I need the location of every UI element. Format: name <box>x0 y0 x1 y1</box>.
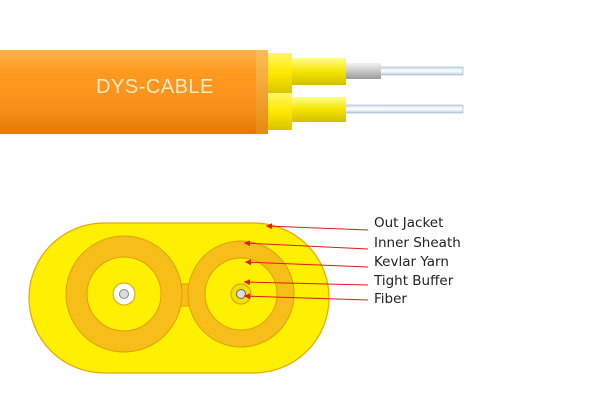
leader-arrows <box>243 223 369 301</box>
fiber-coating-upper <box>344 63 381 79</box>
fiber-strand-upper <box>379 66 464 76</box>
cable-cross-section <box>28 222 330 374</box>
arrow-inner-sheath <box>243 240 369 250</box>
arrow-kevlar-yarn <box>244 259 369 268</box>
legend-out-jacket: Out Jacket <box>374 215 444 231</box>
yellow-jacket-lower <box>266 93 292 130</box>
legend-fiber: Fiber <box>374 291 407 307</box>
legend-kevlar-yarn: Kevlar Yarn <box>374 254 449 270</box>
arrow-tight-buffer <box>243 279 369 286</box>
legend-tight-buffer: Tight Buffer <box>374 273 454 289</box>
brand-label: DYS-CABLE <box>96 76 214 98</box>
tight-buffer-upper <box>288 58 346 85</box>
yellow-jacket-upper <box>266 53 292 93</box>
legend-inner-sheath: Inner Sheath <box>374 235 461 251</box>
orange-jacket-end <box>256 50 268 134</box>
cable-side-view <box>0 50 464 134</box>
fiber-strand-lower <box>343 104 464 114</box>
tight-buffer-lower <box>288 97 346 122</box>
arrow-fiber <box>243 293 369 301</box>
orange-jacket-body <box>0 50 262 134</box>
fiber-right <box>236 289 246 299</box>
fiber-left <box>119 289 129 299</box>
arrow-out-jacket <box>265 223 369 231</box>
